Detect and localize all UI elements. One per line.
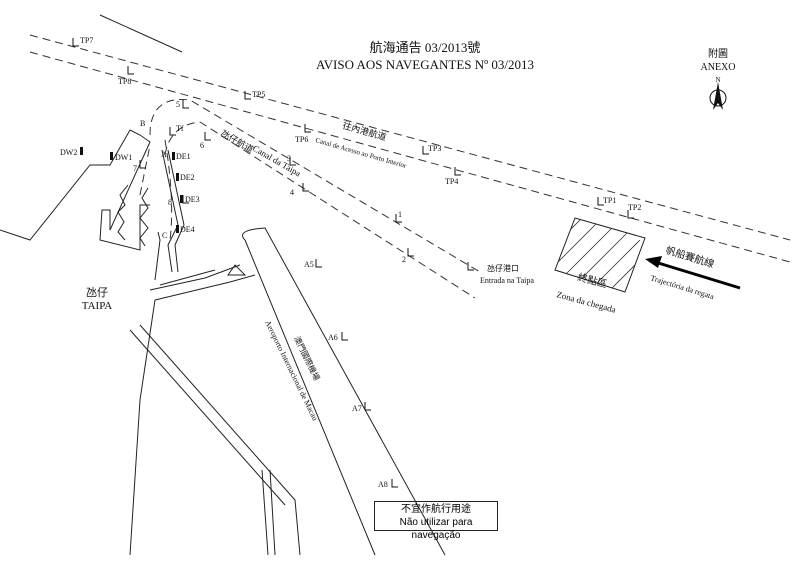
pier — [139, 187, 149, 247]
taipa-reclamation — [129, 299, 301, 556]
taipa-channel-pt: Canal da Taipa — [251, 143, 302, 179]
shoreline — [99, 14, 183, 53]
pier — [117, 184, 129, 241]
coast — [154, 274, 256, 301]
marker-tp4: TP4 — [445, 177, 458, 186]
marker-tp3: TP3 — [428, 144, 441, 153]
marker-tp7: TP7 — [80, 36, 93, 45]
marker-dw2: DW2 — [60, 148, 77, 157]
marker-5: 5 — [176, 100, 180, 109]
not-for-navigation-notice: 不宜作航行用途 Não utilizar para navegação — [374, 501, 498, 541]
title-portuguese: AVISO AOS NAVEGANTES Nº 03/2013 — [316, 57, 534, 72]
marker-de2: DE2 — [180, 173, 195, 182]
notice-pt: Não utilizar para navegação — [399, 517, 473, 541]
entrance-cn: 氹仔港口 — [487, 263, 519, 273]
buoy-icons — [72, 38, 634, 488]
taipa-coast — [0, 129, 151, 251]
marker-de1: DE1 — [176, 152, 191, 161]
jetty — [159, 264, 247, 286]
marker-8: 8 — [168, 198, 172, 207]
taipa-channel-south-edge — [139, 121, 476, 299]
marker-tp8: TP8 — [118, 77, 131, 86]
place-cn: 氹仔 — [86, 286, 108, 299]
marker-6: 6 — [200, 141, 204, 150]
annex-chinese: 附圖 — [708, 47, 728, 60]
marker-t: Tf — [176, 124, 184, 133]
airport-runway — [242, 227, 446, 556]
marker-tp5: TP5 — [252, 90, 265, 99]
entrance-pt: Entrada na Taipa — [480, 276, 534, 285]
beacon-icons — [80, 147, 183, 233]
notice-cn: 不宜作航行用途 — [401, 504, 471, 515]
regatta-arrow — [645, 256, 741, 290]
marker-b: B — [140, 119, 145, 128]
north-label: N — [715, 76, 720, 84]
marker-a7: A7 — [352, 404, 362, 413]
marker-a6: A6 — [328, 333, 338, 342]
outer-channel-pt: Canal de Acesso ao Porto Interior — [314, 136, 407, 170]
marker-a8: A8 — [378, 480, 388, 489]
outer-channel-south-edge — [29, 51, 791, 263]
marker-dw1: DW1 — [115, 153, 132, 162]
marker-4: 4 — [290, 188, 294, 197]
marker-tp6: TP6 — [295, 135, 308, 144]
marker-a: A — [161, 150, 167, 159]
taipa-channel-cn: 氹仔航道 — [219, 127, 256, 155]
title-chinese: 航海通告 03/2013號 — [370, 40, 481, 55]
breakwater-east — [161, 149, 185, 273]
marker-tp2: TP2 — [628, 203, 641, 212]
north-arrow-icon — [709, 82, 727, 110]
annex-label: ANEXO — [701, 62, 736, 73]
marker-3: 3 — [287, 154, 291, 163]
marker-a5: A5 — [304, 260, 314, 269]
finish-zone-pt: Zona da chegada — [555, 289, 616, 314]
outer-channel-north-edge — [29, 34, 791, 241]
marker-7: 7 — [133, 164, 137, 173]
marker-tp1: TP1 — [603, 196, 616, 205]
marker-de3: DE3 — [185, 195, 200, 204]
marker-2: 2 — [402, 255, 406, 264]
marker-labels: TP7 TP8 TP5 TP6 TP3 TP4 TP1 TP2 Tf 1 2 3… — [60, 36, 641, 489]
pier-c — [149, 231, 241, 291]
marker-1: 1 — [398, 210, 402, 219]
finish-zone-cn: 終點區 — [576, 270, 608, 290]
place-pt: TAIPA — [82, 300, 113, 312]
taipa-channel-north-edge — [149, 98, 481, 273]
marker-c: C — [162, 231, 167, 240]
outer-channel-cn: 往內港航道 — [341, 119, 387, 142]
marker-de4: DE4 — [180, 225, 195, 234]
